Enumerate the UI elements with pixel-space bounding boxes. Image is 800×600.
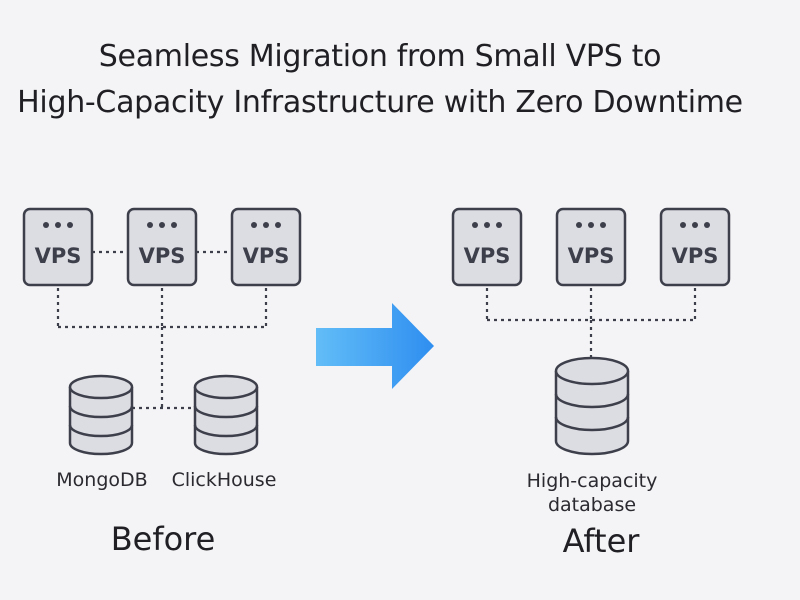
before-vps-server: VPS [230,207,302,287]
database-label-line-2: database [547,494,637,516]
title-line-2: High-Capacity Infrastructure with Zero D… [17,85,743,120]
clickhouse-label: ClickHouse [171,469,277,491]
server-label: VPS [243,244,290,268]
high-capacity-database-icon [554,356,630,456]
mongodb-label: MongoDB [56,469,148,491]
clickhouse-database-icon [193,374,259,456]
mongodb-database-icon [68,374,134,456]
after-vps-server: VPS [555,207,627,287]
database-label-line-1: High-capacity [526,470,658,492]
before-vps-server: VPS [126,207,198,287]
server-label: VPS [35,244,82,268]
server-label: VPS [139,244,186,268]
high-capacity-database-label: High-capacity database [506,469,678,517]
after-connectors [485,288,697,358]
diagram-title: Seamless Migration from Small VPS to Hig… [0,34,760,126]
server-label: VPS [672,244,719,268]
before-connectors [56,250,268,410]
migration-arrow-icon [316,303,434,389]
server-label: VPS [464,244,511,268]
server-label: VPS [568,244,615,268]
after-caption: After [562,522,640,560]
before-vps-server: VPS [22,207,94,287]
after-vps-server: VPS [451,207,523,287]
before-caption: Before [110,520,216,558]
after-vps-server: VPS [659,207,731,287]
title-line-1: Seamless Migration from Small VPS to [98,39,662,74]
